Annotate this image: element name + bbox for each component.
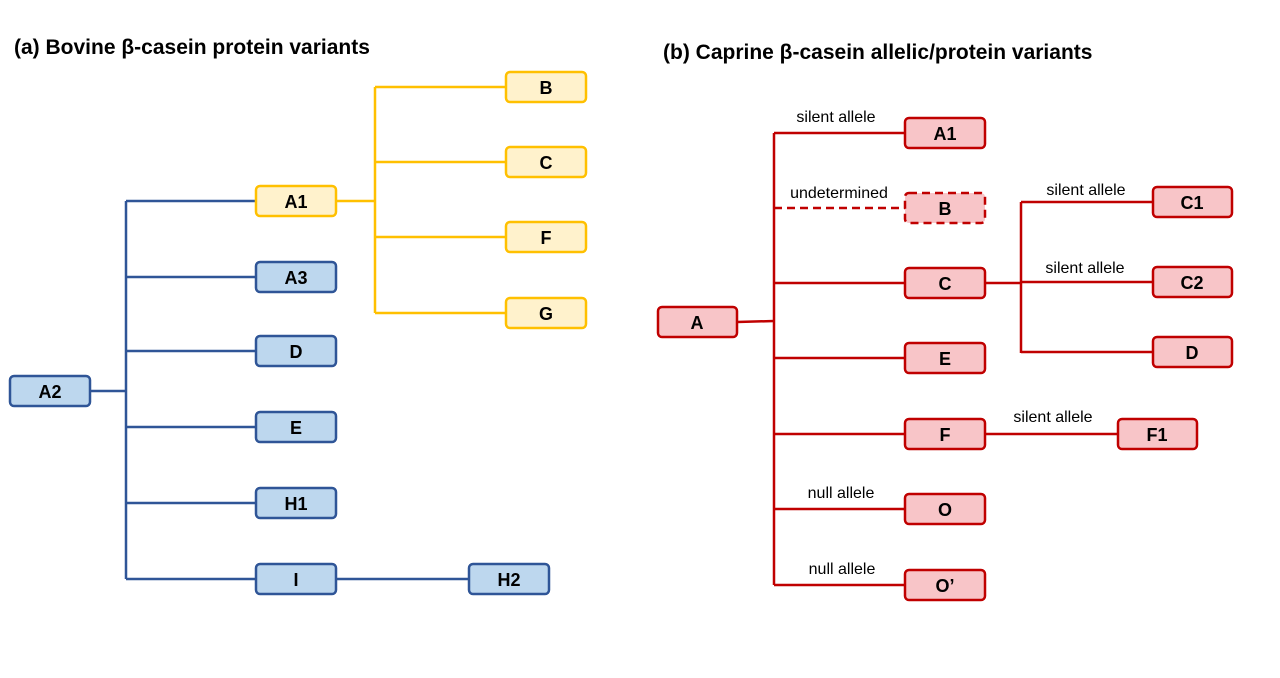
node-h2: H2 xyxy=(467,562,551,596)
svg-text:A: A xyxy=(691,313,704,333)
svg-text:B: B xyxy=(540,78,553,98)
svg-text:H1: H1 xyxy=(284,494,307,514)
panel-b-connectors xyxy=(736,131,1153,587)
node-caprine-c2: C2 xyxy=(1151,265,1234,299)
node-caprine-c: C xyxy=(903,266,987,300)
node-f: F xyxy=(504,220,588,254)
panel-a-connectors xyxy=(90,85,506,581)
svg-text:C: C xyxy=(939,274,952,294)
edge-label-f1: silent allele xyxy=(1013,409,1092,426)
node-d: D xyxy=(254,334,338,368)
svg-text:D: D xyxy=(290,342,303,362)
svg-text:E: E xyxy=(290,418,302,438)
node-caprine-d: D xyxy=(1151,335,1234,369)
svg-text:H2: H2 xyxy=(497,570,520,590)
edge-label-o-prime: null allele xyxy=(809,561,876,578)
svg-text:C1: C1 xyxy=(1180,193,1203,213)
svg-text:O: O xyxy=(938,500,952,520)
svg-text:F: F xyxy=(940,425,951,445)
node-caprine-a1: A1 xyxy=(903,116,987,150)
node-g: G xyxy=(504,296,588,330)
node-a3: A3 xyxy=(254,260,338,294)
svg-text:A1: A1 xyxy=(284,192,307,212)
svg-text:F1: F1 xyxy=(1146,425,1167,445)
svg-text:F: F xyxy=(541,228,552,248)
svg-text:I: I xyxy=(293,570,298,590)
svg-text:D: D xyxy=(1186,343,1199,363)
node-a1: A1 xyxy=(254,184,338,218)
node-caprine-o-prime: O’ xyxy=(903,568,987,602)
svg-text:O’: O’ xyxy=(935,576,954,596)
node-e: E xyxy=(254,410,338,444)
node-a2: A2 xyxy=(8,374,92,408)
node-h1: H1 xyxy=(254,486,338,520)
svg-text:C2: C2 xyxy=(1180,273,1203,293)
panel-b-edge-labels: silent allele undetermined null allele n… xyxy=(790,109,1126,578)
node-caprine-b: B xyxy=(903,191,987,225)
panel-a-nodes: A2 A1 A3 D E H1 I H2 xyxy=(8,70,588,596)
edge-label-o: null allele xyxy=(808,485,875,502)
panel-b-title: (b) Caprine β-casein allelic/protein var… xyxy=(663,41,1092,64)
node-b: B xyxy=(504,70,588,104)
svg-text:A1: A1 xyxy=(933,124,956,144)
svg-text:A2: A2 xyxy=(38,382,61,402)
svg-text:G: G xyxy=(539,304,553,324)
svg-text:A3: A3 xyxy=(284,268,307,288)
node-caprine-a: A xyxy=(656,305,739,339)
node-caprine-o: O xyxy=(903,492,987,526)
node-caprine-c1: C1 xyxy=(1151,185,1234,219)
node-i: I xyxy=(254,562,338,596)
panel-a-title: (a) Bovine β-casein protein variants xyxy=(14,36,370,59)
svg-text:E: E xyxy=(939,349,951,369)
svg-text:B: B xyxy=(939,199,952,219)
edge-label-c1: silent allele xyxy=(1046,182,1125,199)
node-caprine-e: E xyxy=(903,341,987,375)
node-caprine-f: F xyxy=(903,417,987,451)
svg-text:C: C xyxy=(540,153,553,173)
edge-label-b: undetermined xyxy=(790,185,888,202)
edge-label-a1: silent allele xyxy=(796,109,875,126)
edge-label-c2: silent allele xyxy=(1045,260,1124,277)
node-c: C xyxy=(504,145,588,179)
panel-b-nodes: A A1 B C E F O O’ xyxy=(656,116,1234,602)
node-caprine-f1: F1 xyxy=(1116,417,1199,451)
